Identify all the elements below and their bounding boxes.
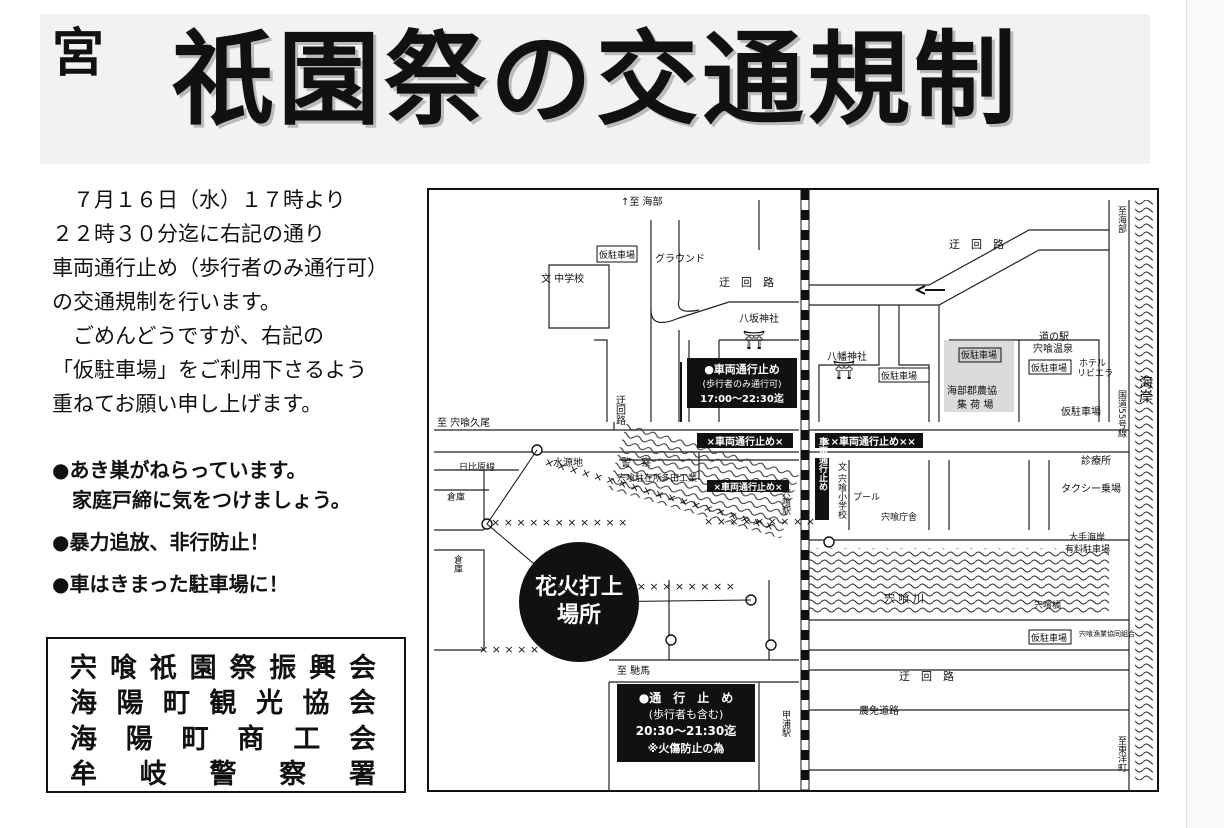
notice-all-sub: (歩行者も含む)	[649, 707, 724, 721]
label-yasaka: 八坂神社	[739, 312, 779, 325]
label-gyokyo: 宍喰漁業協同組合	[1079, 629, 1135, 638]
fireworks-label-2: 場所	[557, 603, 601, 628]
label-hibi: 日比原線	[459, 461, 495, 473]
map-drawing: × × × × × × × × × × × × × × × × × × × × …	[434, 190, 1153, 790]
label-junior-high: 文 中学校	[541, 272, 584, 285]
label-chosha: 宍喰庁舎	[881, 511, 917, 523]
svg-text:× × × × × × × × × × ×: × × × × × × × × × × ×	[491, 516, 627, 529]
label-shishikui-station: 宍喰駅	[780, 487, 791, 516]
label-riviera: リビエラ	[1077, 368, 1113, 379]
bullet-burglary: ●あき巣がねらっています。 家庭戸締に気をつけましょう。	[52, 458, 351, 512]
label-detour-3: 迂 回 路	[899, 670, 954, 683]
organizer-1: 宍喰祇園祭振興会	[70, 653, 386, 684]
label-temp-parking-2: 仮駐車場	[881, 370, 917, 382]
notice-all-note: ※火傷防止の為	[648, 741, 725, 755]
label-to-tobi: 至 馳馬	[617, 664, 650, 677]
label-kanoura: 甲浦駅	[780, 710, 791, 738]
title-mark: 宮	[52, 23, 105, 84]
closure-bar-3	[707, 480, 789, 492]
label-michinoeki: 道の駅	[1039, 330, 1069, 343]
label-taxi: タクシー乗場	[1061, 482, 1121, 495]
label-route55: 国道55号線	[1116, 390, 1127, 438]
label-yuryo: 有料駐車場	[1065, 543, 1110, 555]
svg-text:× × × × × × × × ×: × × × × × × × × ×	[704, 515, 815, 528]
intro-text: ７月１６日（水）１７時より ２２時３０分迄に右記の通り 車両通行止め（歩行者のみ…	[52, 188, 388, 416]
organizer-2: 海陽町観光協会	[70, 688, 386, 719]
label-river: 宍 喰 川	[884, 591, 924, 605]
map-roads	[434, 200, 1129, 790]
label-temp-parking-6: 仮駐車場	[1031, 632, 1067, 644]
notice-vehicle-sub: (歩行者のみ通行可)	[702, 378, 781, 390]
label-keisatsu: 警 察	[621, 456, 651, 469]
label-detour-2: 迂 回 路	[949, 238, 1004, 251]
label-elementary: 文 宍喰小学校	[836, 461, 847, 520]
label-nokyo: 海部郡農協	[947, 384, 997, 397]
label-tada: 多田工業	[661, 472, 697, 484]
label-kaigan: 海岸	[1137, 375, 1153, 403]
label-nomen: 農免道路	[859, 704, 899, 717]
label-temp-parking-4: 仮駐車場	[1031, 362, 1067, 374]
closure-label-4: 車両通行止め	[817, 436, 829, 491]
svg-text:× × × × ×: × × × × ×	[479, 643, 539, 656]
label-ground: グラウンド	[655, 252, 705, 265]
notice-vehicle-box	[687, 358, 797, 408]
checkpoints	[481, 444, 835, 651]
page-title: 祇園祭の交通規制	[172, 21, 1020, 140]
closure-label-2: ××車両通行止め××	[822, 435, 916, 448]
railway	[800, 190, 810, 790]
yasaka-shrine-icon: ⛩	[743, 330, 766, 351]
river-upstream	[607, 421, 801, 539]
bullet-violence: ●暴力追放、非行防止！	[52, 530, 270, 554]
map-roads-east	[809, 200, 1130, 790]
closure-bar-1	[697, 433, 793, 448]
label-pool: プール	[853, 492, 880, 503]
svg-text:× × × × × × × × ×: × × × × × × × × ×	[624, 580, 735, 593]
bullet-parking: ●車はきまった駐車場に！	[52, 572, 289, 596]
label-hotel: ホテル	[1079, 358, 1106, 369]
label-chuzaisho: 宍喰駐在所	[617, 472, 662, 484]
label-to-shishikuikuo: 至 宍喰久尾	[437, 416, 490, 429]
closure-bar-2	[815, 433, 923, 448]
label-suigenchi: 水源地	[553, 456, 583, 469]
organizers-box: 宍喰祇園祭振興会 海陽町観光協会 海陽町商工会 牟岐警察署	[46, 637, 406, 793]
label-onsen: 宍喰温泉	[1033, 342, 1073, 355]
label-shukajo: 集 荷 場	[957, 398, 993, 411]
hachiman-shrine-icon: ⛩	[833, 360, 856, 381]
shishikui-river	[809, 548, 1109, 614]
coast-waves	[1135, 200, 1153, 780]
notice-all-title: ●通 行 止 め	[639, 690, 733, 705]
label-temp-parking-3: 仮駐車場	[961, 349, 997, 361]
label-shinryojo: 診療所	[1081, 454, 1111, 467]
label-bridge: 宍喰橋	[1034, 599, 1061, 611]
label-kura-2: 倉庫	[452, 554, 463, 574]
label-detour-1: 迂 回 路	[719, 276, 774, 289]
notice-vehicle-title: ●車両通行止め	[704, 362, 780, 376]
closure-bar-4	[815, 458, 829, 520]
closure-label-1: ×車両通行止め×	[707, 435, 784, 448]
page-edge	[1186, 0, 1224, 828]
label-detour-vertical: 迂回路	[614, 395, 626, 426]
label-kaifu-top: ↑至 海部	[621, 195, 663, 208]
notice-bullets: ●あき巣がねらっています。 家庭戸締に気をつけましょう。 ●暴力追放、非行防止！…	[52, 455, 422, 599]
label-to-kaifu-right: 至海部	[1116, 206, 1127, 234]
fireworks-label-1: 花火打上	[535, 574, 623, 600]
label-kura-1: 倉庫	[447, 491, 465, 503]
title-banner	[40, 14, 1150, 164]
label-hachiman: 八幡神社	[827, 350, 867, 363]
arrow-left-icon	[914, 285, 926, 295]
notice-all-time: 20:30～21:30迄	[636, 723, 736, 738]
label-to-toyo: 至東洋町	[1116, 736, 1127, 772]
traffic-map: × × × × × × × × × × × × × × × × × × × × …	[427, 188, 1159, 792]
notice-vehicle-time: 17:00～22:30迄	[700, 392, 784, 405]
notice-all-box	[617, 684, 755, 762]
label-temp-parking-1: 仮駐車場	[599, 249, 635, 261]
organizer-3: 海陽町商工会	[70, 724, 386, 755]
label-ote: 大手海岸	[1069, 531, 1105, 543]
label-temp-parking-5: 仮駐車場	[1061, 405, 1101, 418]
closure-label-3: ×車両通行止め×	[713, 481, 782, 493]
organizer-4: 牟岐警察署	[70, 759, 386, 790]
